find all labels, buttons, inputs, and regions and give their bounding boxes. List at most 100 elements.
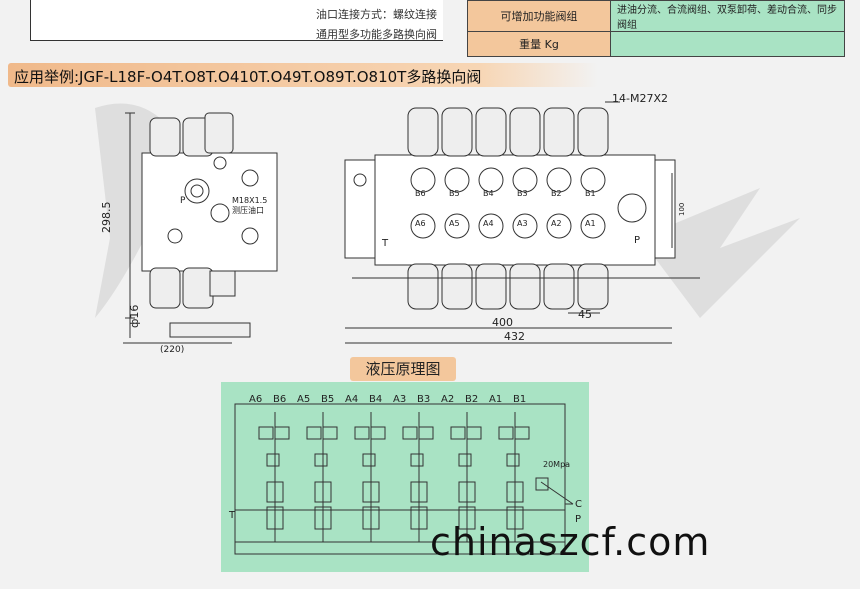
check-valve: [266, 453, 280, 467]
spec-table: 可增加功能阀组 进油分流、合流阀组、双泵卸荷、差动合流、同步阀组 重量 Kg: [467, 0, 845, 57]
spool-cap-bottom: [543, 263, 575, 310]
port-a-circle: [580, 213, 606, 239]
port-b-label: B2: [551, 189, 562, 198]
dim-phi: ф16: [128, 305, 141, 328]
port-b-circle: [512, 167, 538, 193]
schematic-title: 液压原理图: [350, 357, 456, 381]
port-a-circle: [478, 213, 504, 239]
port-b-circle: [580, 167, 606, 193]
port-b-circle: [478, 167, 504, 193]
valve-element: [514, 426, 530, 440]
spool-cap-top: [577, 107, 609, 157]
check-valve: [314, 453, 328, 467]
port-b-circle: [410, 167, 436, 193]
schematic-port-label: B3: [417, 394, 430, 405]
example-title: 应用举例:JGF-L18F-O4T.O8T.O410T.O49T.O89T.O8…: [14, 68, 482, 86]
dim-400: 400: [492, 316, 513, 329]
c-label: C: [575, 499, 582, 510]
port-a-label: A3: [517, 219, 528, 228]
port-b-label: B5: [449, 189, 460, 198]
valve-drawing: 298.5 (220) ф16 M18X1.5 测压油口 P B6A6B5A5B…: [95, 92, 800, 355]
schematic-port-label: B5: [321, 394, 334, 405]
valve-element: [466, 426, 482, 440]
spec-key: 重量 Kg: [467, 31, 611, 57]
valve-element: [418, 426, 434, 440]
spec-row: 可增加功能阀组 进油分流、合流阀组、双泵卸荷、差动合流、同步阀组: [467, 0, 845, 32]
side-p-label: P: [180, 196, 186, 206]
port-a-label: A2: [551, 219, 562, 228]
check-valve: [506, 453, 520, 467]
type-label: 通用型多功能多路换向阀: [316, 28, 437, 41]
schematic-port-label: B4: [369, 394, 382, 405]
dim-100: 100: [678, 203, 686, 216]
valve-element: [274, 426, 290, 440]
schematic-port-label: A3: [393, 394, 406, 405]
port-a-circle: [512, 213, 538, 239]
front-p-label: P: [634, 235, 640, 246]
valve-element: [354, 426, 370, 440]
schematic-port-label: A2: [441, 394, 454, 405]
connection-label: 油口连接方式：螺纹连接: [316, 8, 437, 21]
spool-cap-bottom: [577, 263, 609, 310]
pressure-label: 20Mpa: [543, 460, 570, 469]
port-a-label: A4: [483, 219, 494, 228]
schematic-port-label: B1: [513, 394, 526, 405]
port-a-label: A1: [585, 219, 596, 228]
top-callout: 14-M27X2: [612, 92, 668, 105]
check-valve: [458, 453, 472, 467]
port-a-label: A5: [449, 219, 460, 228]
spool-cap-top: [441, 107, 473, 157]
schematic-port-label: A4: [345, 394, 358, 405]
schematic-port-label: A5: [297, 394, 310, 405]
dim-432: 432: [504, 330, 525, 343]
check-valve: [362, 453, 376, 467]
valve-element: [402, 426, 418, 440]
p-label: P: [575, 514, 581, 525]
port-label: M18X1.5: [232, 196, 267, 205]
valve-element: [370, 426, 386, 440]
side-view: [123, 112, 278, 344]
port-a-circle: [410, 213, 436, 239]
t-label: T: [228, 510, 236, 521]
spool-cap-bottom: [509, 263, 541, 310]
spool-cap-top: [407, 107, 439, 157]
valve-element: [322, 426, 338, 440]
schematic-port-label: A6: [249, 394, 262, 405]
port-b-label: B1: [585, 189, 596, 198]
spec-left-box: 油口连接方式：螺纹连接 通用型多功能多路换向阀: [30, 0, 443, 41]
dim-height: 298.5: [100, 202, 113, 234]
schematic-port-label: B2: [465, 394, 478, 405]
hydraulic-schematic: A6 B6 A5 B5 A4 B4 A3 B3 A2 B2 A1 B1 20Mpa C P T: [221, 382, 589, 572]
inlet-port: [353, 173, 367, 187]
spec-value: [610, 31, 845, 57]
spool-cap-top: [509, 107, 541, 157]
valve-element: [498, 426, 514, 440]
port-a-circle: [444, 213, 470, 239]
valve-element: [306, 426, 322, 440]
port-a-label: A6: [415, 219, 426, 228]
schematic-svg: A6 B6 A5 B5 A4 B4 A3 B3 A2 B2 A1 B1 20Mpa C P T: [228, 394, 582, 555]
spool-cap-bottom: [475, 263, 507, 310]
spec-row: 重量 Kg: [467, 31, 845, 57]
port-b-circle: [546, 167, 572, 193]
spool-cap-top: [475, 107, 507, 157]
port-note: 测压油口: [232, 205, 264, 215]
port-b-label: B6: [415, 189, 426, 198]
spool-cap-bottom: [441, 263, 473, 310]
valve-element: [450, 426, 466, 440]
spec-value: 进油分流、合流阀组、双泵卸荷、差动合流、同步阀组: [610, 0, 845, 32]
dim-width: (220): [160, 345, 184, 355]
dim-45: 45: [578, 308, 592, 321]
schematic-port-label: A1: [489, 394, 502, 405]
check-valve: [410, 453, 424, 467]
port-a-circle: [546, 213, 572, 239]
schematic-port-label: B6: [273, 394, 286, 405]
example-banner: 应用举例:JGF-L18F-O4T.O8T.O410T.O49T.O89T.O8…: [8, 63, 598, 87]
front-t-label: T: [381, 238, 389, 249]
port-b-label: B3: [517, 189, 528, 198]
site-watermark: chinaszcf.com: [430, 520, 711, 564]
port-b-label: B4: [483, 189, 494, 198]
spool-cap-bottom: [407, 263, 439, 310]
valve-element: [258, 426, 274, 440]
